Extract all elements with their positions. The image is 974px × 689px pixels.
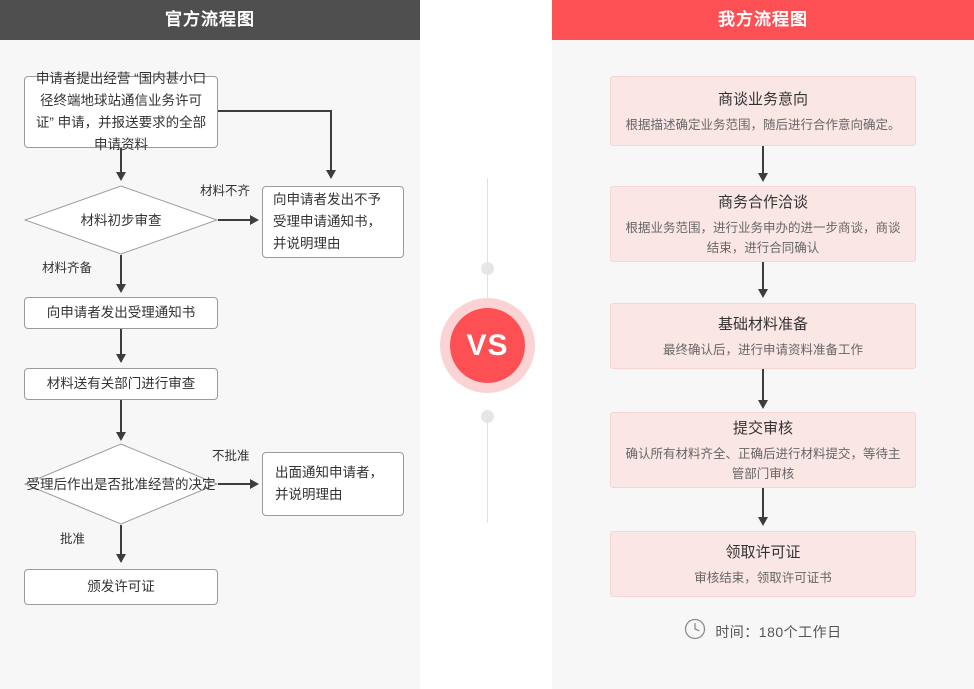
connector-dept-to-decide (120, 400, 122, 436)
connector-decide-to-issue (120, 525, 122, 557)
edge-label-disapprove: 不批准 (212, 449, 250, 463)
arrowhead-step4-to-step5 (758, 517, 768, 526)
connector-apply-to-review (120, 148, 122, 176)
divider-dot-bottom (481, 410, 494, 423)
flow-node-issue-license-label: 颁发许可证 (87, 579, 155, 594)
flow-node-disapprove-notice: 出面通知申请者，并说明理由 (262, 452, 404, 516)
edge-label-approve: 批准 (60, 532, 86, 546)
connector-step1-to-step2 (762, 146, 764, 176)
arrowhead-review-to-accept (116, 284, 126, 293)
connector-step2-to-step3 (762, 262, 764, 292)
connector-review-to-reject (218, 219, 252, 221)
arrowhead-step2-to-step3 (758, 289, 768, 298)
arrowhead-decide-to-reject2 (250, 479, 259, 489)
arrowhead-step3-to-step4 (758, 400, 768, 409)
process-duration-text: 时间：180个工作日 (715, 623, 842, 640)
step-card-1: 商谈业务意向 根据描述确定业务范围，随后进行合作意向确定。 (610, 76, 916, 146)
flow-node-accept-notice: 向申请者发出受理通知书 (24, 297, 218, 329)
step-card-3-title: 基础材料准备 (717, 315, 808, 333)
flow-node-department-review: 材料送有关部门进行审查 (24, 368, 218, 400)
divider-dot-top (481, 262, 494, 275)
connector-accept-to-dept (120, 329, 122, 357)
step-card-2-desc: 根据业务范围，进行业务申办的进一步商谈，商谈结束，进行合同确认 (625, 220, 901, 255)
step-card-2-title: 商务合作洽谈 (717, 193, 808, 211)
step-card-5: 领取许可证 审核结束，领取许可证书 (610, 531, 916, 597)
arrowhead-step1-to-step2 (758, 173, 768, 182)
diamond-shape-review (24, 185, 218, 255)
arrowhead-review-to-reject (250, 215, 259, 225)
step-card-4-desc: 确认所有材料齐全、正确后进行材料提交，等待主管部门审核 (625, 446, 901, 481)
arrowhead-apply-to-review (116, 172, 126, 181)
process-duration-row: 时间：180个工作日 (610, 618, 916, 645)
step-card-3: 基础材料准备 最终确认后，进行申请资料准备工作 (610, 303, 916, 369)
step-card-4: 提交审核 确认所有材料齐全、正确后进行材料提交，等待主管部门审核 (610, 412, 916, 488)
flow-decision-review-label: 材料初步审查 (80, 212, 162, 228)
step-card-5-desc: 审核结束，领取许可证书 (694, 570, 832, 585)
flow-node-department-review-label: 材料送有关部门进行审查 (46, 376, 196, 391)
vs-badge: VS (440, 298, 535, 393)
official-panel-title: 官方流程图 (0, 0, 420, 40)
step-card-1-desc: 根据描述确定业务范围，随后进行合作意向确定。 (625, 117, 901, 132)
step-card-1-title: 商谈业务意向 (717, 90, 808, 108)
flow-decision-approval: 受理后作出是否批准经营的决定 (24, 443, 218, 525)
edge-label-complete: 材料齐备 (42, 261, 93, 275)
step-card-2: 商务合作洽谈 根据业务范围，进行业务申办的进一步商谈，商谈结束，进行合同确认 (610, 186, 916, 262)
flow-decision-approval-label: 受理后作出是否批准经营的决定 (26, 476, 216, 492)
official-process-panel: 官方流程图 申请者提出经营 “国内甚小口径终端地球站通信业务许可证” 申请，并报… (0, 0, 420, 689)
vs-badge-label: VS (450, 308, 525, 383)
flow-node-apply-label: 申请者提出经营 “国内甚小口径终端地球站通信业务许可证” 申请，并报送要求的全部… (35, 71, 207, 152)
divider-line-bottom (487, 418, 488, 523)
step-card-5-title: 领取许可证 (725, 543, 801, 561)
connector-decide-to-reject2 (218, 483, 252, 485)
divider-line-top (487, 178, 488, 303)
connector-review-to-accept (120, 255, 122, 287)
arrowhead-accept-to-dept (116, 354, 126, 363)
arrowhead-decide-to-issue (116, 554, 126, 563)
flow-node-disapprove-notice-label: 出面通知申请者，并说明理由 (275, 465, 383, 502)
diamond-shape-approval (24, 443, 218, 525)
connector-apply-to-reject-vertical (330, 110, 332, 172)
our-panel-title: 我方流程图 (552, 0, 974, 40)
flow-node-reject-notice: 向申请者发出不予受理申请通知书，并说明理由 (262, 186, 404, 258)
flow-node-issue-license: 颁发许可证 (24, 569, 218, 605)
flow-decision-review: 材料初步审查 (24, 185, 218, 255)
flow-node-reject-notice-label: 向申请者发出不予受理申请通知书，并说明理由 (273, 192, 381, 251)
clock-icon (684, 618, 706, 645)
edge-label-incomplete: 材料不齐 (200, 184, 251, 198)
arrowhead-dept-to-decide (116, 432, 126, 441)
connector-step4-to-step5 (762, 488, 764, 520)
connector-apply-to-reject-horizontal (218, 110, 332, 112)
step-card-4-title: 提交审核 (732, 419, 793, 437)
step-card-3-desc: 最终确认后，进行申请资料准备工作 (662, 342, 863, 357)
flow-node-accept-notice-label: 向申请者发出受理通知书 (46, 305, 196, 320)
flow-node-apply: 申请者提出经营 “国内甚小口径终端地球站通信业务许可证” 申请，并报送要求的全部… (24, 71, 218, 152)
arrowhead-apply-to-reject (326, 170, 336, 179)
connector-step3-to-step4 (762, 369, 764, 403)
